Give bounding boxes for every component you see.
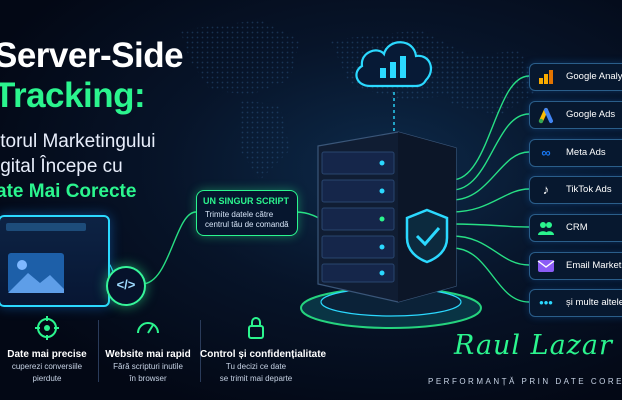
server-tower-icon [300, 131, 482, 329]
destination-label: Google Analyt [566, 71, 622, 82]
dots-icon: ••• [539, 295, 553, 310]
destination-google-analytics: Google Analyt [529, 63, 622, 91]
feature-title: Website mai rapid [105, 349, 191, 360]
title-line-2: Tracking: [0, 76, 146, 115]
feature-sub: Fără scripturi inutile [113, 362, 183, 371]
destination-label: și multe altele [566, 297, 622, 308]
script-heading: UN SINGUR SCRIPT [203, 196, 290, 206]
title-line-1: Server-Side [0, 36, 184, 75]
divider [200, 320, 201, 382]
feature-faster-website: Website mai rapid Fără scripturi inutile… [98, 315, 198, 384]
feature-control-privacy: Control și confidențialitate Tu decizi c… [200, 315, 327, 384]
destination-google-ads: Google Ads [529, 101, 622, 129]
feature-accurate-data: Date mai precise cuperezi conversiile pi… [0, 315, 100, 384]
destination-crm: CRM [529, 214, 622, 242]
signature: Raul Lazar [454, 330, 613, 361]
target-icon [32, 315, 62, 345]
tiktok-icon: ♪ [542, 182, 550, 197]
destination-meta-ads: ∞ Meta Ads [529, 139, 622, 167]
speedometer-icon [133, 315, 163, 345]
destination-more: ••• și multe altele [529, 289, 622, 317]
feature-title: Date mai precise [7, 349, 87, 360]
cloud-analytics-icon [355, 41, 433, 88]
script-callout: UN SINGUR SCRIPT Trimite datele către ce… [196, 190, 298, 236]
image-placeholder-icon [8, 253, 64, 293]
destination-label: CRM [566, 222, 588, 233]
feature-sub: se trimit mai departe [219, 374, 293, 383]
lock-icon [241, 315, 271, 345]
script-text: Trimite datele către centrul tău de coma… [205, 210, 289, 229]
subtitle-line-3: ate Mai Corecte [0, 181, 137, 202]
website-window-icon [0, 215, 110, 307]
feature-sub: pierdute [32, 374, 62, 383]
mail-icon [537, 257, 555, 275]
feature-sub: Tu decizi ce date [225, 362, 287, 371]
divider [98, 320, 99, 382]
destination-tiktok-ads: ♪ TikTok Ads [529, 176, 622, 204]
destination-label: Meta Ads [566, 147, 606, 158]
subtitle: itorul Marketingului igital Începe cu at… [0, 129, 155, 204]
destination-label: Google Ads [566, 109, 616, 120]
users-icon [537, 219, 555, 237]
feature-title: Control și confidențialitate [200, 349, 327, 360]
feature-sub: în browser [129, 374, 167, 383]
destination-email-marketing: Email Marketin [529, 252, 622, 280]
page-title: Server-Side Tracking: [0, 36, 184, 116]
tagline: PERFORMANȚĂ PRIN DATE CORECTE [428, 377, 622, 386]
destination-label: TikTok Ads [566, 184, 612, 195]
subtitle-line-1: itorul Marketingului [0, 131, 156, 152]
destination-label: Email Marketin [566, 260, 622, 271]
meta-icon: ∞ [541, 145, 551, 160]
feature-sub: cuperezi conversiile [11, 362, 83, 371]
subtitle-line-2: igital Începe cu [0, 156, 123, 177]
browser-bar [6, 223, 86, 231]
google-ads-icon [537, 106, 555, 124]
code-icon: </> [106, 266, 146, 306]
bar-chart-icon [537, 68, 555, 86]
